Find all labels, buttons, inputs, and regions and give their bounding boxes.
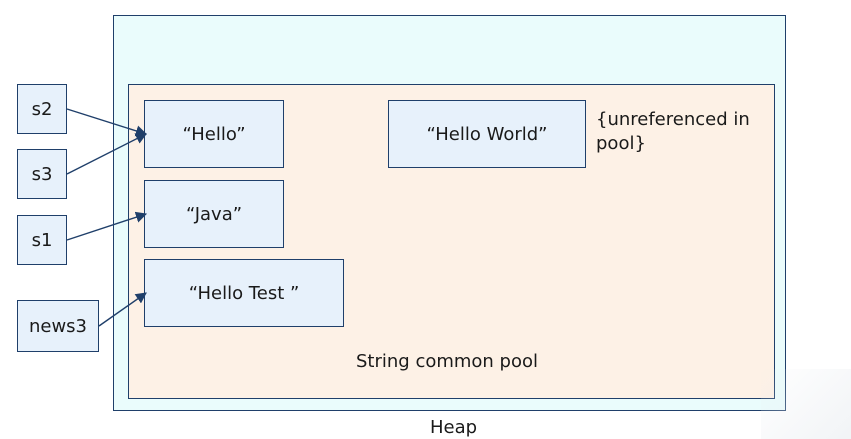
pool-string-java: “Java” — [144, 180, 284, 248]
arrow-s3-to-hello — [66, 133, 147, 175]
corner-shading — [761, 369, 851, 439]
pool-string-hello: “Hello” — [144, 100, 284, 168]
string-pool-label: String common pool — [356, 351, 539, 372]
pool-string-hello-test: “Hello Test ” — [144, 259, 344, 327]
heap-label: Heap — [430, 417, 478, 438]
reference-s3: s3 — [17, 149, 67, 199]
reference-s1: s1 — [17, 215, 67, 265]
reference-s2: s2 — [17, 84, 67, 134]
arrow-s2-to-hello — [66, 108, 148, 137]
arrow-s1-to-java — [66, 211, 148, 241]
pool-string-hello-world: “Hello World” — [388, 100, 586, 168]
arrow-news3-to-hello-test — [98, 292, 147, 327]
unreferenced-note: {unreferenced in pool} — [596, 109, 750, 154]
reference-news3: news3 — [17, 300, 99, 352]
